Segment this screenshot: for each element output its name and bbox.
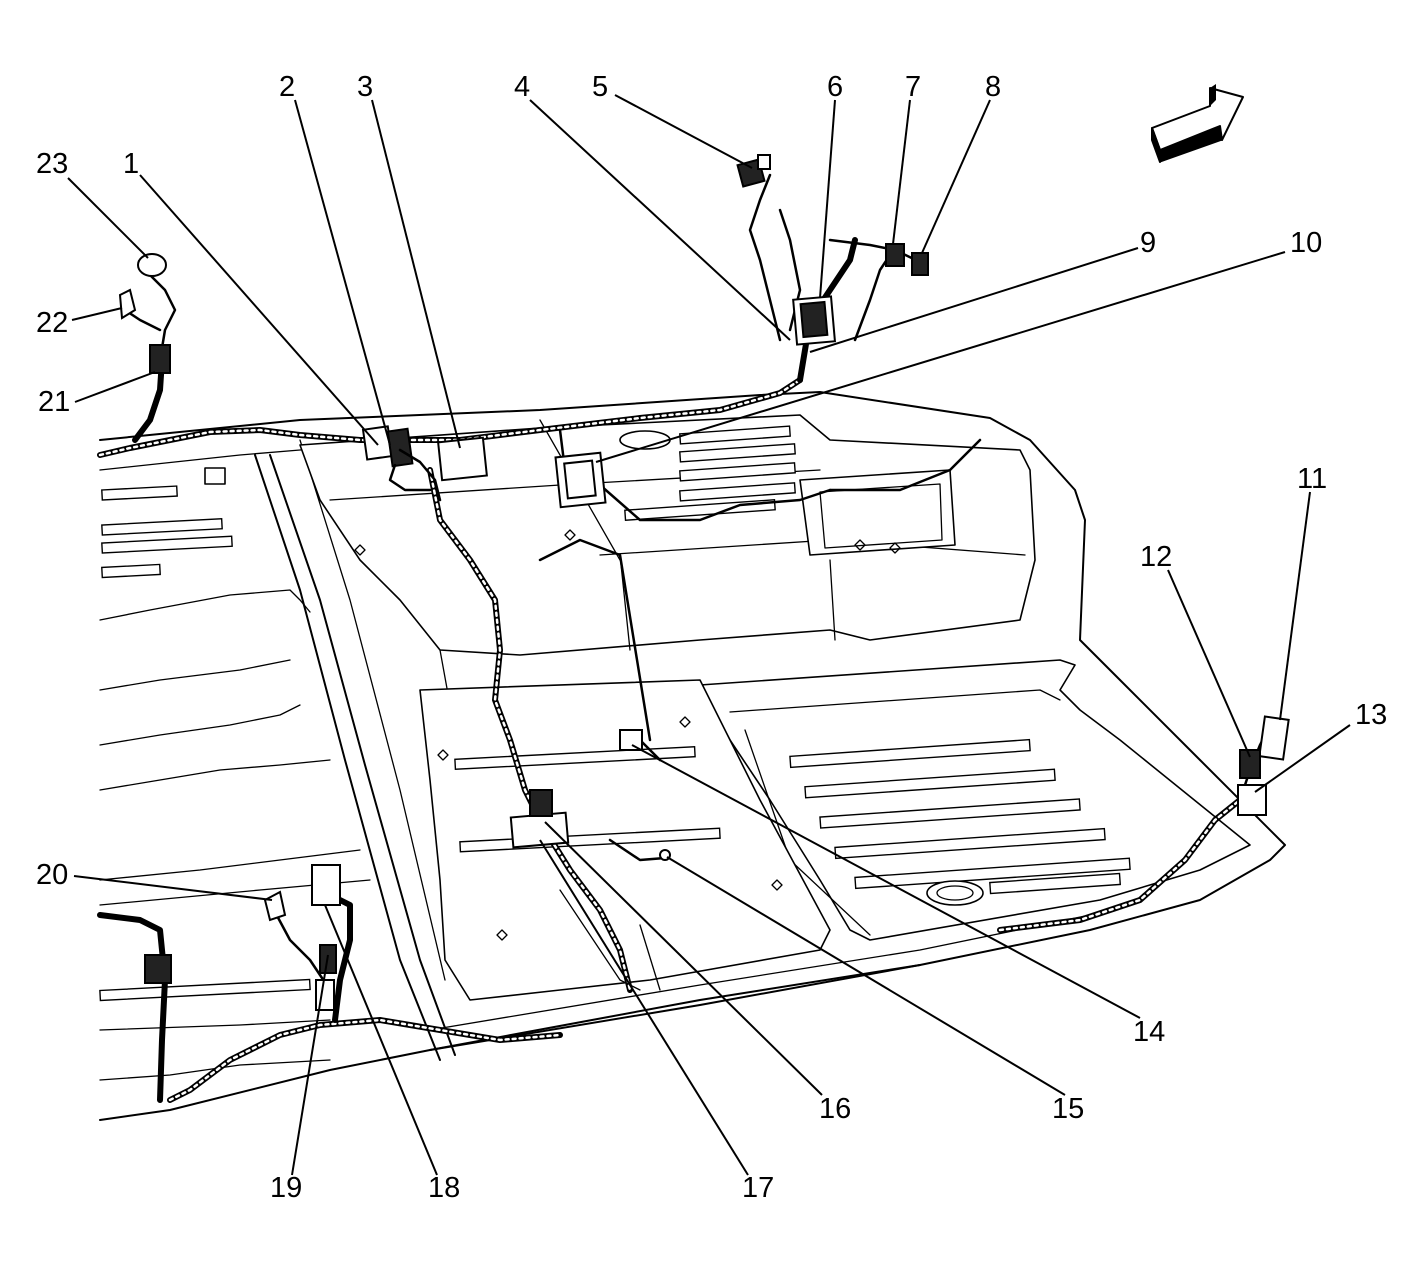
leader-15: [666, 856, 1066, 1096]
callout-7: 7: [905, 71, 921, 103]
callout-14: 14: [1133, 1016, 1165, 1048]
leader-7: [892, 99, 911, 245]
leader-19: [291, 954, 329, 1176]
callout-8: 8: [985, 71, 1001, 103]
callout-18: 18: [428, 1172, 460, 1204]
callout-23: 23: [36, 148, 68, 180]
leader-6: [819, 99, 836, 299]
callout-11: 11: [1297, 463, 1327, 495]
callout-12: 12: [1140, 541, 1172, 573]
callout-4: 4: [514, 71, 530, 103]
leader-2: [294, 99, 391, 446]
leader-1: [139, 174, 379, 446]
leader-10: [595, 251, 1286, 463]
callout-5: 5: [592, 71, 608, 103]
leader-12: [1167, 569, 1251, 758]
callout-labels: 1 2 3 4 5 6 7 8 9 10 11 12 13 14 15 16 1…: [36, 71, 1387, 1204]
callout-21: 21: [38, 386, 70, 418]
callout-1: 1: [123, 148, 139, 180]
callout-13: 13: [1355, 699, 1387, 731]
leader-13: [1254, 724, 1351, 793]
front-direction-arrow-icon: [1151, 84, 1244, 163]
leader-14: [631, 744, 1141, 1019]
leader-4: [529, 99, 791, 341]
leader-8: [921, 99, 991, 254]
callout-3: 3: [357, 71, 373, 103]
callout-22: 22: [36, 307, 68, 339]
callout-15: 15: [1052, 1093, 1084, 1125]
callout-6: 6: [827, 71, 843, 103]
leader-3: [371, 99, 461, 449]
leader-17: [539, 839, 749, 1176]
callout-10: 10: [1290, 227, 1322, 259]
callout-16: 16: [819, 1093, 851, 1125]
floor-pan-drawing: [99, 391, 1286, 1121]
leader-21: [74, 371, 156, 403]
callout-leaders: [67, 94, 1351, 1176]
leader-22: [71, 307, 123, 321]
callout-9: 9: [1140, 227, 1156, 259]
leader-16: [544, 821, 823, 1096]
connectors: [118, 154, 1290, 1011]
callout-19: 19: [270, 1172, 302, 1204]
leader-23: [67, 177, 149, 259]
leader-20: [73, 875, 273, 901]
callout-20: 20: [36, 859, 68, 891]
leader-11: [1279, 491, 1311, 721]
leader-5: [614, 94, 753, 169]
callout-17: 17: [742, 1172, 774, 1204]
leader-9: [809, 247, 1139, 353]
callout-2: 2: [279, 71, 295, 103]
leader-18: [324, 904, 438, 1176]
